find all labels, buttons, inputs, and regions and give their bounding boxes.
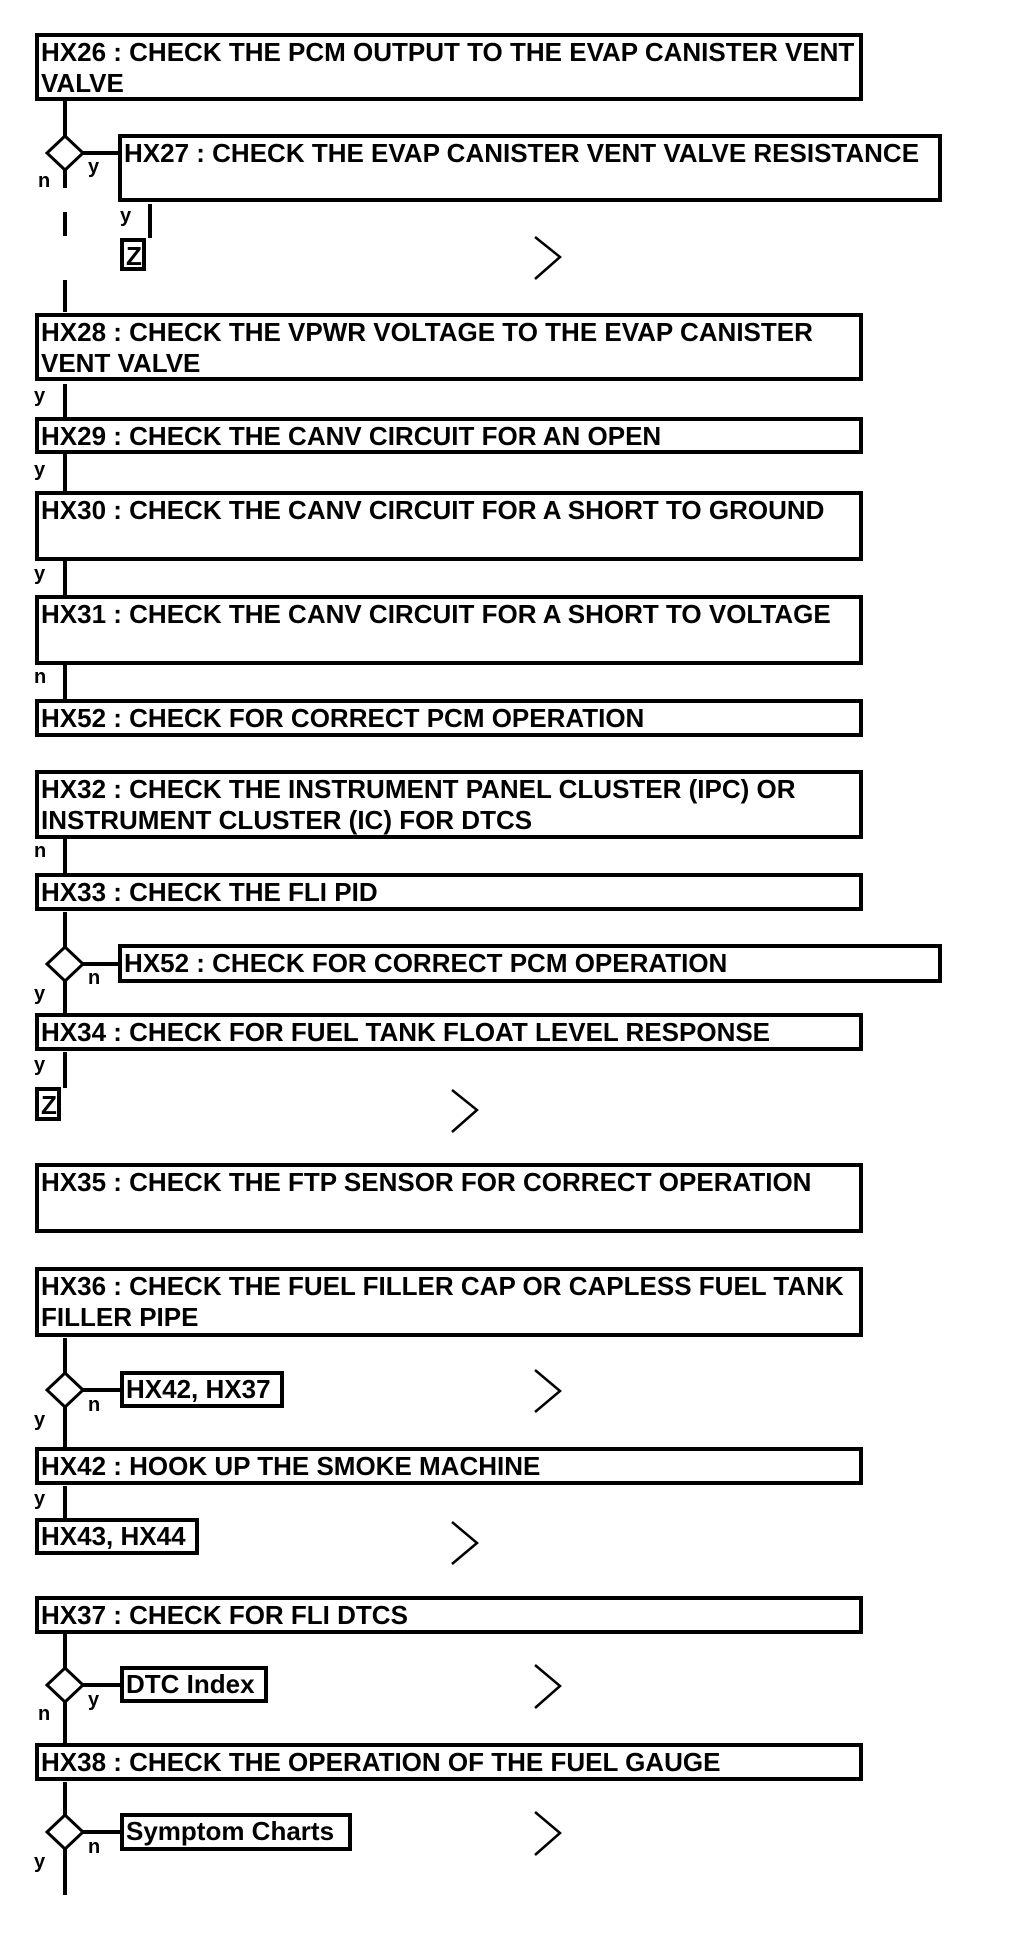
branch-label-y: y [34, 1409, 46, 1431]
link-dtc-index[interactable]: DTC Index [120, 1666, 268, 1703]
step-hx37: HX37 : CHECK FOR FLI DTCS [35, 1596, 863, 1634]
step-hx30: HX30 : CHECK THE CANV CIRCUIT FOR A SHOR… [35, 491, 863, 561]
link-symptom-charts[interactable]: Symptom Charts [120, 1813, 352, 1851]
branch-label-y: y [88, 1689, 100, 1711]
branch-label-y: y [34, 459, 46, 481]
branch-label-y: y [120, 205, 132, 227]
branch-label-y: y [88, 156, 100, 178]
branch-label-n: n [88, 967, 101, 989]
step-hx38: HX38 : CHECK THE OPERATION OF THE FUEL G… [35, 1743, 863, 1781]
branch-label-y: y [34, 1054, 46, 1076]
branch-label-n: n [38, 170, 51, 192]
step-hx31: HX31 : CHECK THE CANV CIRCUIT FOR A SHOR… [35, 595, 863, 665]
step-hx34: HX34 : CHECK FOR FUEL TANK FLOAT LEVEL R… [35, 1013, 863, 1051]
branch-label-n: n [34, 840, 47, 862]
step-hx32: HX32 : CHECK THE INSTRUMENT PANEL CLUSTE… [35, 770, 863, 839]
branch-label-n: n [88, 1394, 101, 1416]
step-hx52-b: HX52 : CHECK FOR CORRECT PCM OPERATION [118, 944, 942, 983]
step-hx27: HX27 : CHECK THE EVAP CANISTER VENT VALV… [118, 134, 942, 202]
step-hx36: HX36 : CHECK THE FUEL FILLER CAP OR CAPL… [35, 1267, 863, 1337]
branch-label-n: n [88, 1836, 101, 1858]
branch-label-n: n [34, 666, 47, 688]
link-hx42-hx37[interactable]: HX42, HX37 [120, 1371, 284, 1408]
branch-label-y: y [34, 1488, 46, 1510]
branch-label-y: y [34, 385, 46, 407]
link-z-2[interactable]: Z [35, 1087, 61, 1121]
step-hx29: HX29 : CHECK THE CANV CIRCUIT FOR AN OPE… [35, 417, 863, 454]
branch-label-y: y [34, 983, 46, 1005]
step-hx42: HX42 : HOOK UP THE SMOKE MACHINE [35, 1447, 863, 1485]
branch-label-y: y [34, 563, 46, 585]
step-hx28: HX28 : CHECK THE VPWR VOLTAGE TO THE EVA… [35, 313, 863, 381]
step-hx52-a: HX52 : CHECK FOR CORRECT PCM OPERATION [35, 699, 863, 737]
link-hx43-hx44[interactable]: HX43, HX44 [35, 1518, 199, 1555]
branch-label-n: n [38, 1703, 51, 1725]
branch-label-y: y [34, 1851, 46, 1873]
step-hx26: HX26 : CHECK THE PCM OUTPUT TO THE EVAP … [35, 33, 863, 101]
link-z-1[interactable]: Z [120, 238, 146, 271]
step-hx33: HX33 : CHECK THE FLI PID [35, 873, 863, 911]
step-hx35: HX35 : CHECK THE FTP SENSOR FOR CORRECT … [35, 1163, 863, 1233]
